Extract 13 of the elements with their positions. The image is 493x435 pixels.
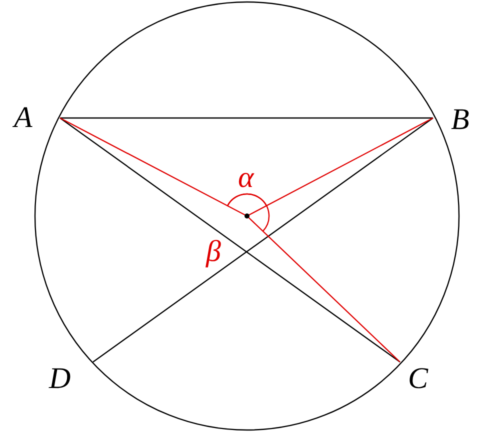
radius-line [60,117,248,217]
point-label: C [408,364,428,394]
point-label: D [49,364,71,394]
chord-line [92,118,434,362]
chord-line [60,118,400,362]
point-label: B [451,105,470,135]
chord-line [60,117,433,119]
radius-line [246,117,434,217]
angle-label: β [206,237,221,267]
angle-label: α [238,163,254,193]
center-point [244,214,250,218]
point-label: A [14,103,32,133]
radius-line [246,216,400,362]
